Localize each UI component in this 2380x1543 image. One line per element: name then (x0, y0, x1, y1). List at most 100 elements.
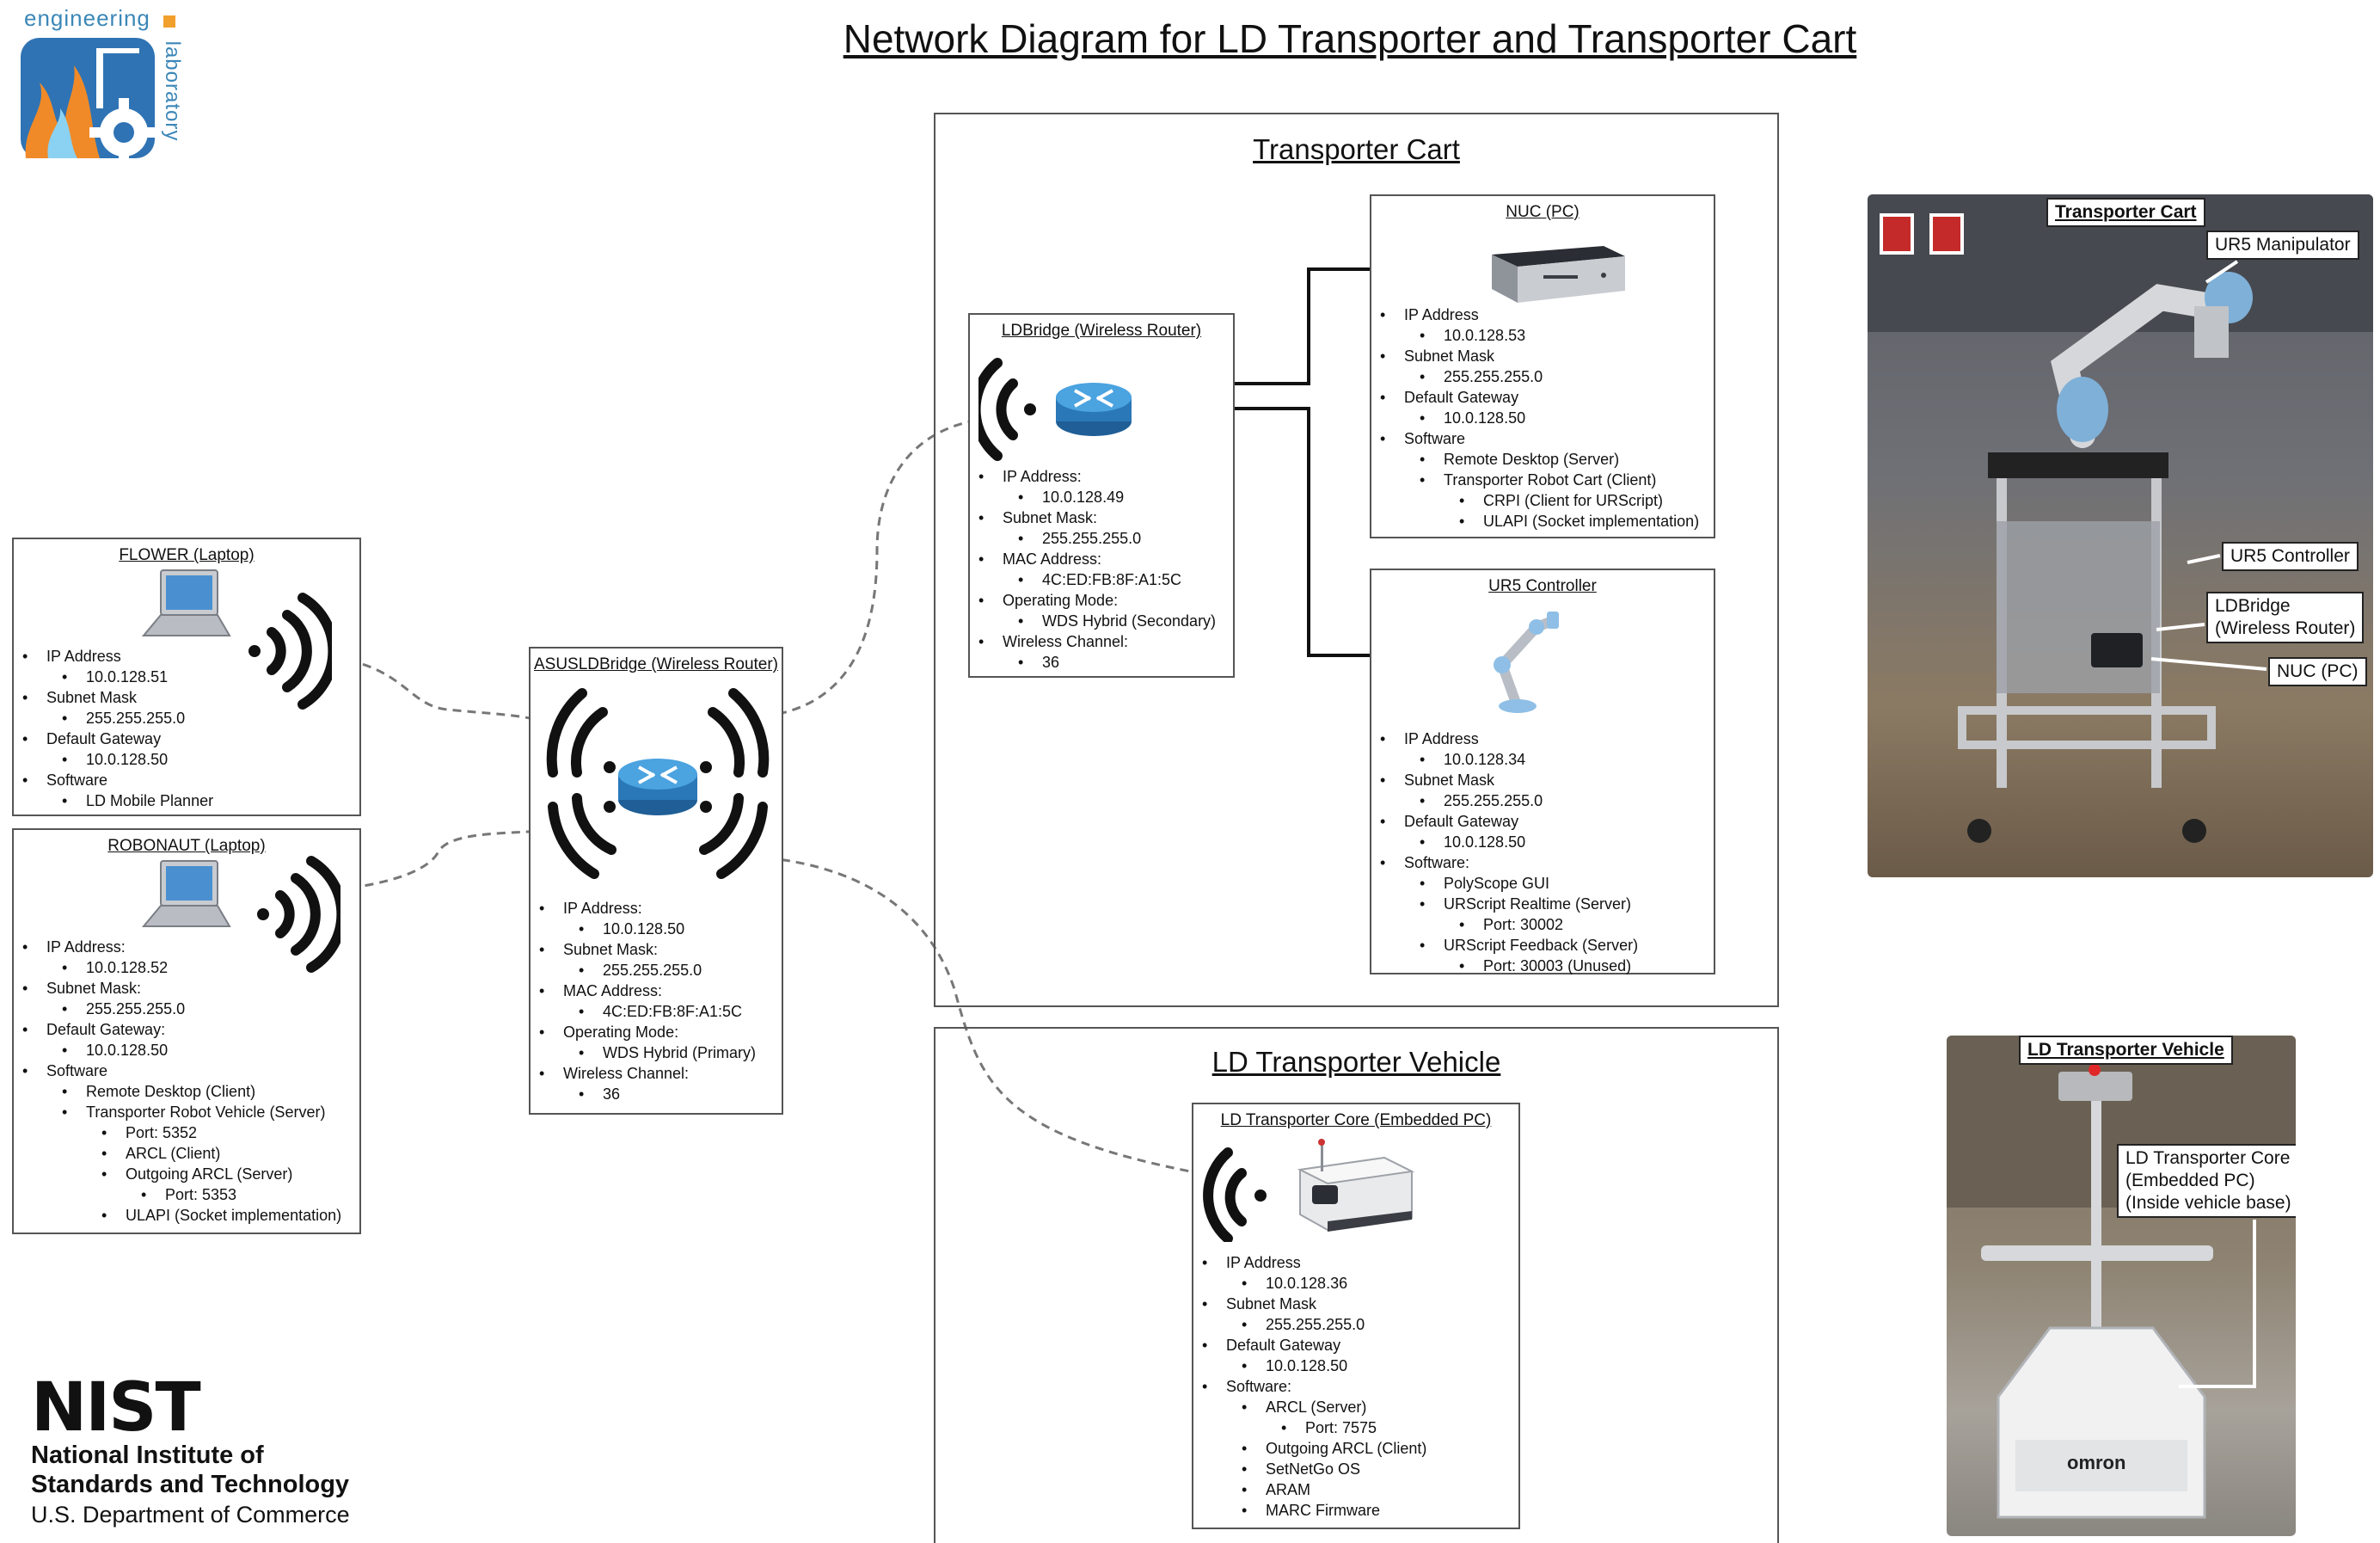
callout-core-line-1: LD Transporter Core (2125, 1148, 2291, 1168)
prop-value: 255.255.255.0 (1380, 790, 1638, 811)
core-properties: IP Address 10.0.128.36 Subnet Mask 255.2… (1202, 1252, 1426, 1521)
prop-value: 10.0.128.34 (1380, 749, 1638, 770)
flower-laptop-box: FLOWER (Laptop) IP Address 10.0.128.51 S… (12, 538, 361, 816)
prop-value: 10.0.128.50 (22, 749, 213, 770)
nist-line-1: National Institute of (31, 1442, 264, 1469)
prop-label: Wireless Channel: (539, 1063, 756, 1084)
robonaut-title: ROBONAUT (Laptop) (107, 837, 266, 855)
core-title: LD Transporter Core (Embedded PC) (1220, 1111, 1492, 1129)
gear-flame-icon (21, 38, 156, 165)
prop-value: Transporter Robot Cart (Client) (1380, 470, 1699, 490)
prop-label: Subnet Mask: (22, 978, 341, 999)
prop-value: PolyScope GUI (1380, 873, 1638, 894)
prop-value: Transporter Robot Vehicle (Server) (22, 1102, 341, 1122)
prop-value: 4C:ED:FB:8F:A1:5C (539, 1001, 756, 1022)
prop-value: Outgoing ARCL (Server) (22, 1164, 341, 1184)
prop-label: Default Gateway (1202, 1335, 1426, 1356)
prop-value: ARAM (1202, 1479, 1426, 1500)
prop-value: 36 (978, 652, 1216, 673)
prop-label: MAC Address: (978, 549, 1216, 569)
prop-label: Software (22, 1060, 341, 1081)
prop-value: LD Mobile Planner (22, 790, 213, 811)
prop-label: Subnet Mask (1380, 346, 1699, 366)
engineering-laboratory-logo: engineering laboratory (12, 5, 184, 165)
prop-label: Wireless Channel: (978, 631, 1216, 652)
prop-value: Port: 30003 (Unused) (1380, 956, 1638, 976)
wifi-signal-icon (1203, 1147, 1267, 1242)
callout-ldbridge-line-2: (Wireless Router) (2215, 618, 2356, 638)
prop-label: Subnet Mask: (539, 939, 756, 960)
ldbridge-properties: IP Address: 10.0.128.49 Subnet Mask: 255… (978, 466, 1216, 673)
prop-value: URScript Feedback (Server) (1380, 935, 1638, 956)
nist-line-2: Standards and Technology (31, 1471, 350, 1498)
transporter-cart-group: Transporter Cart (934, 113, 1779, 1007)
transporter-cart-photo: Transporter Cart UR5 Manipulator UR5 Con… (1868, 194, 2373, 877)
prop-value: 36 (539, 1084, 756, 1104)
vehicle-callout-arrow (2179, 1220, 2256, 1388)
prop-value: 255.255.255.0 (539, 960, 756, 981)
prop-value: 10.0.128.49 (978, 487, 1216, 507)
prop-value: 10.0.128.36 (1202, 1273, 1426, 1294)
prop-label: Default Gateway: (22, 1019, 341, 1040)
prop-value: Port: 5352 (22, 1122, 341, 1143)
prop-value: 255.255.255.0 (1202, 1314, 1426, 1335)
prop-label: IP Address (22, 646, 213, 667)
ld-transporter-vehicle-photo: LD Transporter Vehicle LD Transporter Co… (1947, 1036, 2296, 1536)
prop-label: IP Address: (22, 937, 341, 957)
wireless-router-icon (978, 358, 1132, 461)
ldbridge-title: LDBridge (Wireless Router) (1001, 322, 1202, 340)
prop-value: SetNetGo OS (1202, 1459, 1426, 1479)
nuc-properties: IP Address 10.0.128.53 Subnet Mask 255.2… (1380, 304, 1699, 532)
cart-callout-arrows (2150, 260, 2267, 671)
prop-value: Port: 30002 (1380, 914, 1638, 935)
transporter-cart-group-title: Transporter Cart (1253, 133, 1460, 165)
prop-value: Remote Desktop (Server) (1380, 449, 1699, 470)
robonaut-laptop-box: ROBONAUT (Laptop) IP Address: 10.0.128.5… (12, 828, 361, 1234)
prop-value: 255.255.255.0 (978, 528, 1216, 549)
prop-value: Outgoing ARCL (Client) (1202, 1438, 1426, 1459)
prop-value: CRPI (Client for URScript) (1380, 490, 1699, 511)
prop-label: Operating Mode: (539, 1022, 756, 1042)
robot-arm-icon (1494, 612, 1559, 713)
prop-label: Subnet Mask (22, 687, 213, 708)
prop-value: MARC Firmware (1202, 1500, 1426, 1521)
prop-label: IP Address (1202, 1252, 1426, 1273)
asus-router-box: ASUSLDBridge (Wireless Router) IP Addres… (529, 647, 783, 1115)
prop-label: Software: (1202, 1376, 1426, 1397)
prop-value: 255.255.255.0 (22, 708, 213, 728)
prop-label: MAC Address: (539, 981, 756, 1001)
prop-label: Default Gateway (1380, 387, 1699, 408)
prop-label: Software (1380, 428, 1699, 449)
prop-value: ARCL (Client) (22, 1143, 341, 1164)
prop-value: WDS Hybrid (Primary) (539, 1042, 756, 1063)
prop-label: Software (22, 770, 213, 790)
callout-ldbridge: LDBridge (Wireless Router) (2206, 592, 2365, 643)
wireless-link-asus-core (737, 854, 1205, 1176)
ur5-properties: IP Address 10.0.128.34 Subnet Mask 255.2… (1380, 728, 1638, 976)
prop-value: WDS Hybrid (Secondary) (978, 611, 1216, 631)
ld-transporter-vehicle-group: LD Transporter Vehicle (934, 1027, 1779, 1543)
vehicle-brand-label: omron (2067, 1452, 2126, 1473)
callout-nuc: NUC (PC) (2268, 657, 2367, 686)
prop-value: 10.0.128.51 (22, 667, 213, 687)
prop-label: Software: (1380, 852, 1638, 873)
callout-core-line-3: (Inside vehicle base) (2125, 1193, 2291, 1213)
asus-title: ASUSLDBridge (Wireless Router) (533, 655, 779, 673)
prop-value: ULAPI (Socket implementation) (1380, 511, 1699, 532)
mobile-robot-icon (1297, 1139, 1415, 1232)
wireless-link-asus-ldbridge (777, 418, 981, 716)
wifi-signal-icon (248, 593, 332, 710)
prop-value: 10.0.128.50 (1380, 408, 1699, 428)
prop-label: Default Gateway (22, 728, 213, 749)
callout-ur5-manipulator: UR5 Manipulator (2206, 231, 2359, 260)
prop-label: IP Address: (978, 466, 1216, 487)
prop-label: IP Address: (539, 898, 756, 919)
prop-value: URScript Realtime (Server) (1380, 894, 1638, 914)
callout-core-line-2: (Embedded PC) (2125, 1171, 2255, 1190)
prop-value: 10.0.128.50 (539, 919, 756, 939)
wireless-link-flower-asus (304, 654, 551, 724)
nuc-title: NUC (PC) (1506, 203, 1580, 221)
nist-logo: NIST National Institute of Standards and… (31, 1369, 375, 1536)
prop-label: IP Address (1380, 728, 1638, 749)
ur5-title: UR5 Controller (1488, 577, 1597, 595)
